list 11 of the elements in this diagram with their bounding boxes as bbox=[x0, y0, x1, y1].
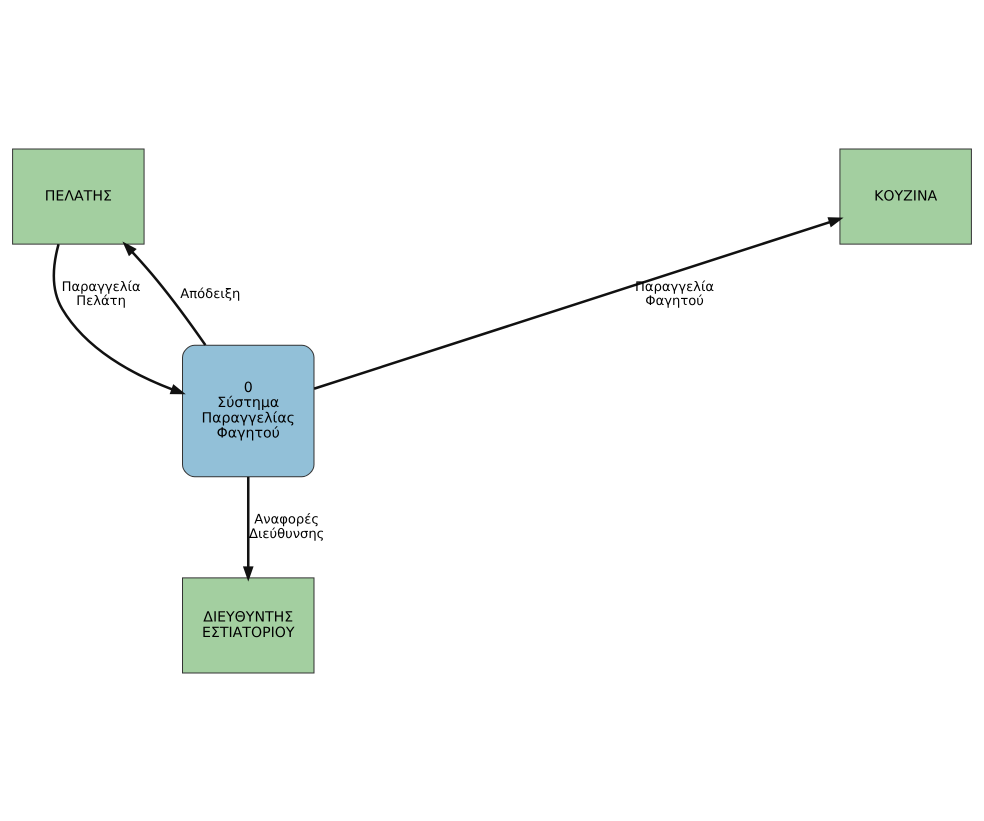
arrow bbox=[52, 244, 186, 394]
arrow bbox=[242, 476, 254, 582]
arrow bbox=[314, 216, 844, 390]
edge-label: Παραγγελία Φαγητού bbox=[635, 280, 714, 309]
edge-label: Παραγγελία Πελάτη bbox=[62, 280, 141, 309]
edge-label: Απόδειξη bbox=[180, 286, 240, 302]
node-box: ΠΕΛΑΤΗΣ bbox=[12, 148, 145, 244]
arrow bbox=[122, 241, 206, 346]
node-box: ΔΙΕΥΘΥΝΤΗΣ ΕΣΤΙΑΤΟΡΙΟΥ bbox=[182, 576, 314, 673]
node-box: ΚΟΥΖΙΝΑ bbox=[839, 148, 972, 244]
node-box: 0 Σύστημα Παραγγελίας Φαγητού bbox=[182, 344, 314, 477]
